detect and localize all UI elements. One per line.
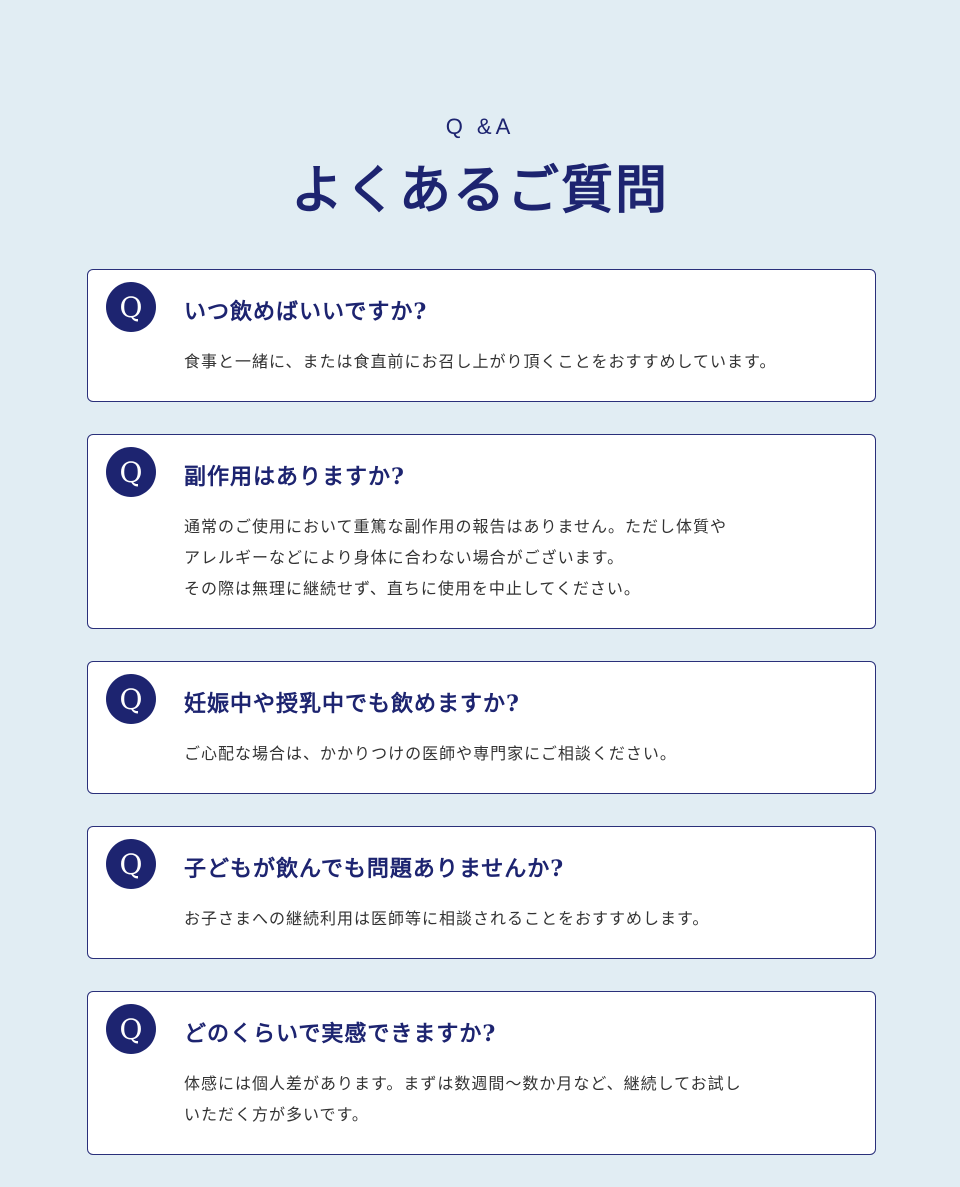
q-badge-icon: Q xyxy=(106,1004,156,1054)
faq-item: Q 妊娠中や授乳中でも飲めますか? ご心配な場合は、かかりつけの医師や専門家にご… xyxy=(87,661,876,794)
faq-answer: 食事と一緒に、または食直前にお召し上がり頂くことをおすすめしています。 xyxy=(184,352,777,371)
faq-item: Q 子どもが飲んでも問題ありませんか? お子さまへの継続利用は医師等に相談される… xyxy=(87,826,876,959)
section-header: Q &A よくあるご質問 xyxy=(0,0,960,223)
faq-answer: ご心配な場合は、かかりつけの医師や専門家にご相談ください。 xyxy=(184,744,677,763)
faq-question: 子どもが飲んでも問題ありませんか? xyxy=(184,856,565,882)
faq-answer: お子さまへの継続利用は医師等に相談されることをおすすめします。 xyxy=(184,909,710,928)
page-title: よくあるご質問 xyxy=(290,160,669,221)
faq-question: 妊娠中や授乳中でも飲めますか? xyxy=(184,691,520,717)
faq-list: Q いつ飲めばいいですか? 食事と一緒に、または食直前にお召し上がり頂くことをお… xyxy=(87,269,876,1187)
q-badge-icon: Q xyxy=(106,447,156,497)
faq-item: Q 副作用はありますか? 通常のご使用において重篤な副作用の報告はありません。た… xyxy=(87,434,876,629)
faq-item: Q いつ飲めばいいですか? 食事と一緒に、または食直前にお召し上がり頂くことをお… xyxy=(87,269,876,402)
faq-answer: 体感には個人差があります。まずは数週間〜数か月など、継続してお試し いただく方が… xyxy=(184,1074,742,1124)
faq-question: 副作用はありますか? xyxy=(184,464,405,490)
q-badge-icon: Q xyxy=(106,839,156,889)
faq-question: どのくらいで実感できますか? xyxy=(184,1021,497,1047)
section-eyebrow: Q &A xyxy=(445,114,515,139)
faq-item: Q どのくらいで実感できますか? 体感には個人差があります。まずは数週間〜数か月… xyxy=(87,991,876,1155)
faq-question: いつ飲めばいいですか? xyxy=(184,299,428,325)
faq-answer: 通常のご使用において重篤な副作用の報告はありません。ただし体質や アレルギーなど… xyxy=(184,517,728,598)
q-badge-icon: Q xyxy=(106,282,156,332)
q-badge-icon: Q xyxy=(106,674,156,724)
